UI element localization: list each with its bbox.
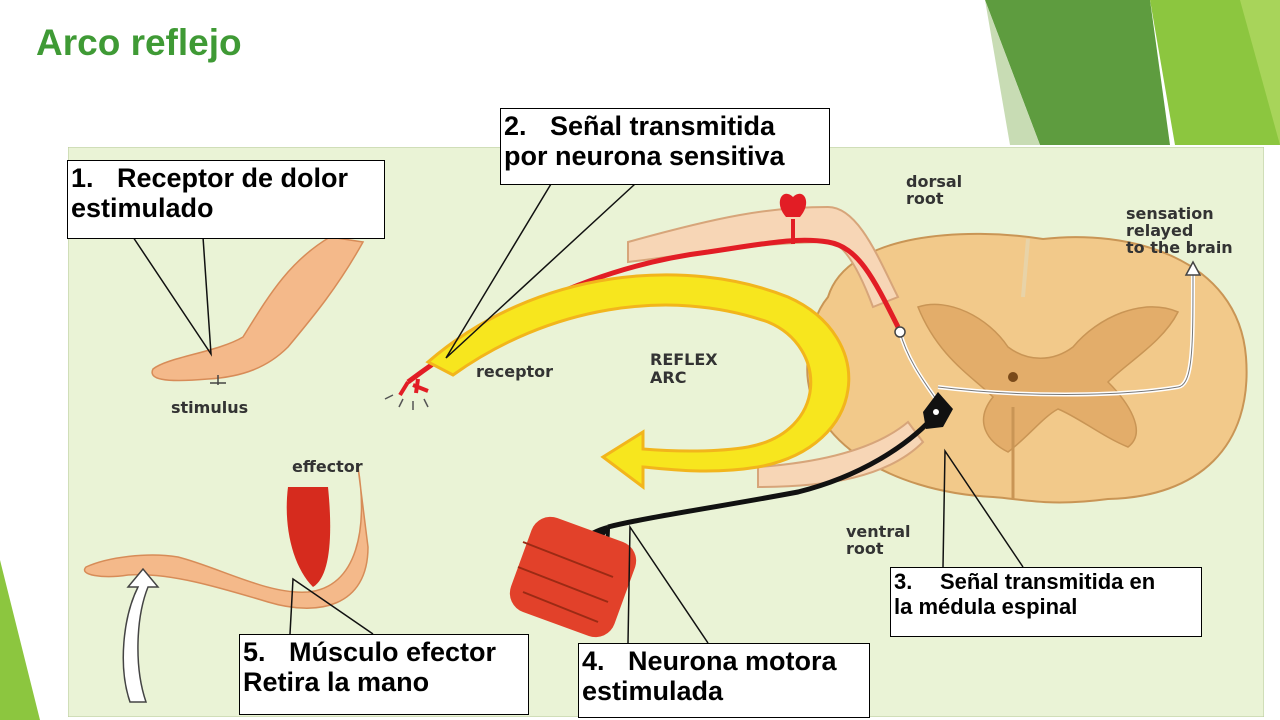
callout-4: 4. Neurona motora estimulada <box>578 643 870 718</box>
label-dorsal-root-2: root <box>906 189 944 208</box>
label-ventral-root-2: root <box>846 539 884 558</box>
callout-4-number: 4. <box>582 646 605 676</box>
callout-pointers <box>132 183 1024 644</box>
callout-2-number: 2. <box>504 111 527 141</box>
callout-1-number: 1. <box>71 163 94 193</box>
callout-4-line-2: estimulada <box>582 676 724 707</box>
callout-1-line-2: estimulado <box>71 193 214 224</box>
label-dorsal-root-1: dorsal <box>906 172 962 191</box>
callout-5-number: 5. <box>243 637 266 667</box>
callout-5-line-1: Músculo efector <box>289 637 497 667</box>
label-reflex-arc-1: REFLEX <box>650 350 718 369</box>
label-stimulus: stimulus <box>171 398 248 417</box>
callout-3-line-1: Señal transmitida en <box>940 569 1156 594</box>
label-ventral-root-1: ventral <box>846 522 911 541</box>
callout-1: 1. Receptor de dolor estimulado <box>67 160 385 239</box>
label-sensation-2: relayed <box>1126 221 1193 240</box>
slide-title: Arco reflejo <box>36 22 242 63</box>
callout-2: 2. Señal transmitida por neurona sensitiv… <box>500 108 830 185</box>
muscle-bundle <box>509 516 637 638</box>
callout-3: 3. Señal transmitida en la médula espinal <box>890 567 1202 637</box>
label-effector: effector <box>292 457 363 476</box>
label-receptor: receptor <box>476 362 553 381</box>
label-reflex-arc-2: ARC <box>650 368 686 387</box>
callout-5-line-2: Retira la mano <box>243 667 430 698</box>
label-sensation-3: to the brain <box>1126 238 1233 257</box>
callout-3-line-2: la médula espinal <box>894 593 1078 619</box>
callout-5: 5. Músculo efector Retira la mano <box>239 634 529 715</box>
callout-2-line-2: por neurona sensitiva <box>504 141 785 172</box>
callout-4-line-1: Neurona motora <box>628 646 837 676</box>
callout-3-number: 3. <box>894 569 913 594</box>
label-sensation-1: sensation <box>1126 204 1214 223</box>
callout-1-line-1: Receptor de dolor <box>117 163 349 193</box>
callout-2-line-1: Señal transmitida <box>550 111 776 141</box>
